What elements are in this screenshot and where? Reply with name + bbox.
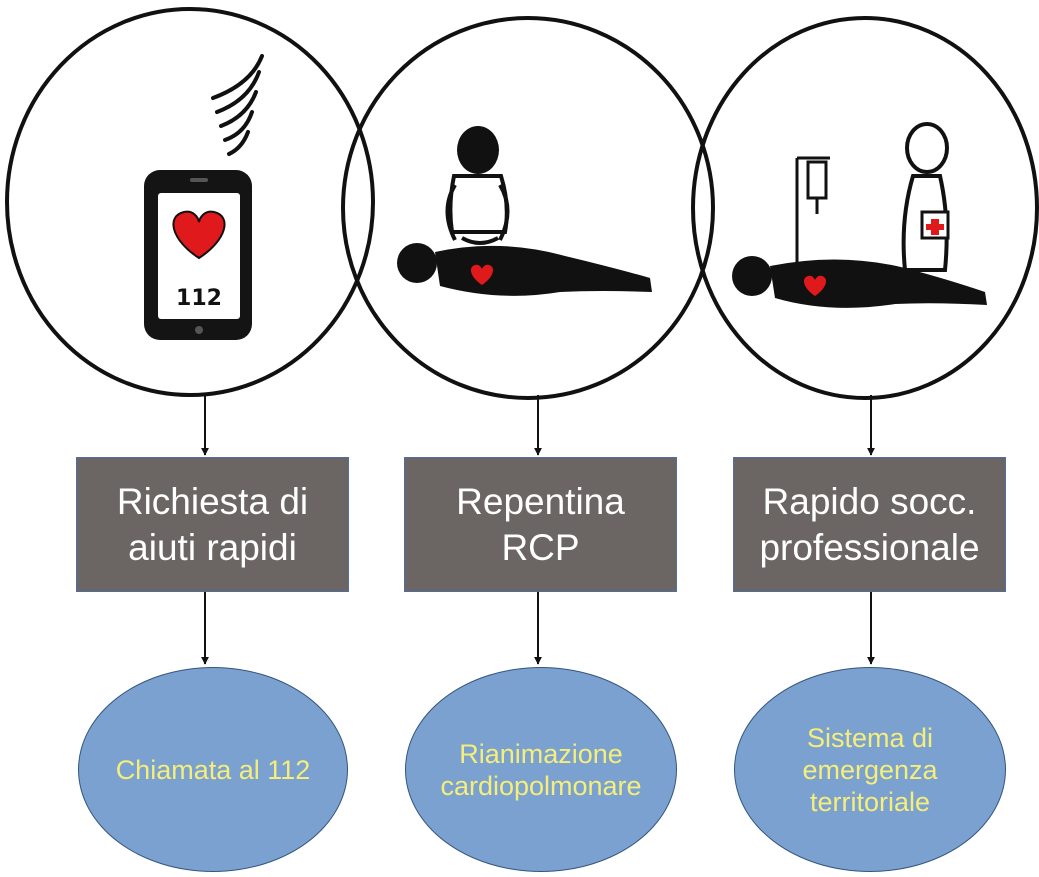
outcome-oval-call: Chiamata al 112 bbox=[78, 667, 348, 872]
smartphone-icon: 112 bbox=[144, 170, 252, 340]
heart-icon bbox=[172, 210, 226, 260]
paramedic-icon bbox=[901, 122, 950, 272]
iv-drip-icon bbox=[795, 156, 830, 265]
signal-waves-icon bbox=[211, 54, 264, 156]
circle-call bbox=[5, 7, 375, 397]
circle-professional bbox=[691, 16, 1039, 400]
box-text-line: Rapido socc. bbox=[762, 480, 977, 522]
box-text-line: professionale bbox=[759, 526, 980, 568]
heart-icon bbox=[803, 275, 827, 296]
heart-icon bbox=[470, 264, 494, 285]
box-text-line: aiuti rapidi bbox=[128, 526, 297, 568]
patient-lying-icon bbox=[397, 243, 652, 296]
box-text-line: Richiesta di bbox=[116, 480, 309, 522]
oval-text-line: territoriale bbox=[809, 786, 931, 817]
box-text-line: RCP bbox=[501, 526, 580, 568]
step-box-cpr: Repentina RCP bbox=[404, 457, 677, 592]
box-text-line: Repentina bbox=[456, 480, 625, 522]
outcome-oval-cpr: Rianimazione cardiopolmonare bbox=[405, 667, 677, 872]
phone-number-label: 112 bbox=[176, 286, 222, 311]
circle-cpr bbox=[341, 16, 715, 400]
step-box-call: Richiesta di aiuti rapidi bbox=[76, 457, 349, 592]
step-box-professional: Rapido socc. professionale bbox=[733, 457, 1006, 592]
oval-text-line: Rianimazione bbox=[459, 738, 623, 769]
oval-text-line: emergenza bbox=[802, 754, 938, 785]
outcome-oval-professional: Sistema di emergenza territoriale bbox=[734, 667, 1006, 872]
oval-text-line: Chiamata al 112 bbox=[115, 754, 311, 785]
oval-text-line: Sistema di bbox=[806, 722, 934, 753]
patient-lying-icon bbox=[732, 256, 987, 308]
oval-text-line: cardiopolmonare bbox=[440, 770, 642, 801]
cpr-rescuer-icon bbox=[445, 126, 510, 245]
